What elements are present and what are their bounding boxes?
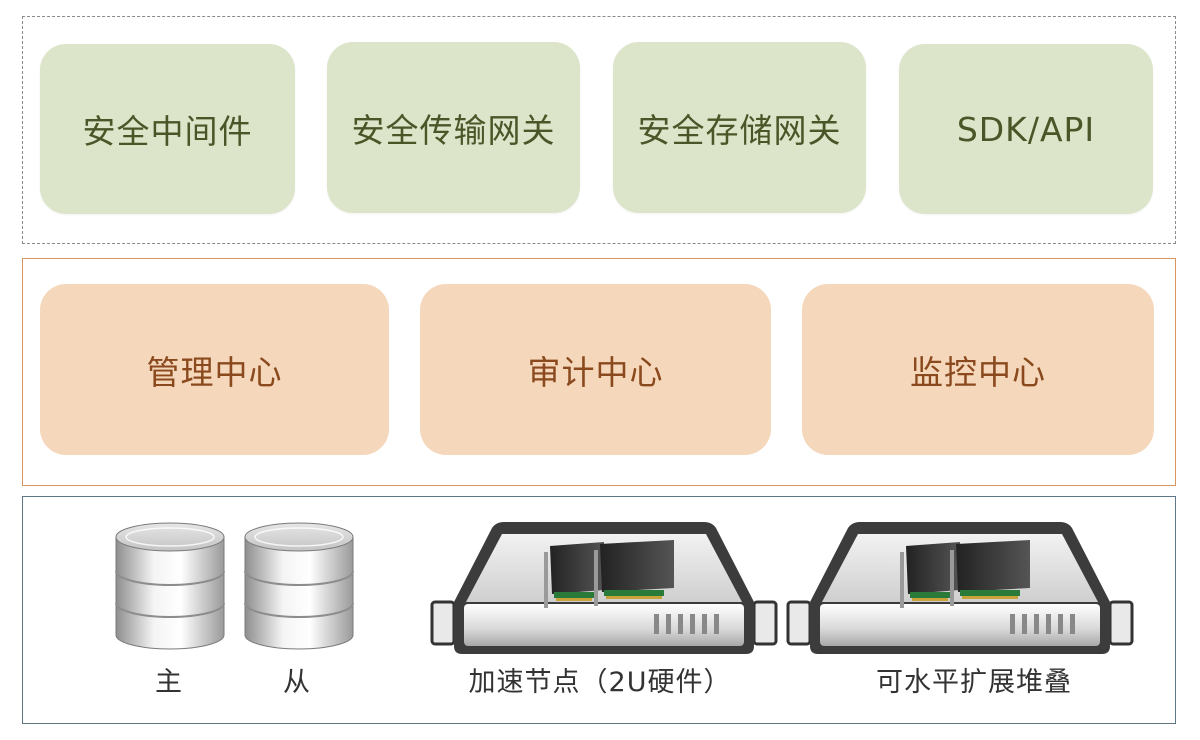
- security-middleware-box: 安全中间件: [40, 44, 295, 214]
- secure-transmission-gateway-box: 安全传输网关: [327, 42, 580, 213]
- master-database-icon: [115, 522, 225, 650]
- secure-storage-gateway-box: 安全存储网关: [613, 42, 866, 213]
- management-center-box: 管理中心: [40, 284, 389, 455]
- application-layer-frame: [22, 16, 1176, 244]
- monitoring-center-box: 监控中心: [802, 284, 1154, 455]
- slave-database-icon: [244, 522, 354, 650]
- audit-center-box: 审计中心: [420, 284, 771, 455]
- management-layer-frame: [22, 258, 1176, 486]
- accelerator-server-icon: [430, 520, 778, 656]
- master-db-label: 主: [155, 667, 183, 698]
- stacked-server-icon: [786, 520, 1134, 656]
- infrastructure-layer-frame: [22, 496, 1176, 724]
- accelerator-node-label: 加速节点（2U硬件）: [468, 667, 732, 698]
- sdk-api-box: SDK/API: [899, 44, 1153, 214]
- slave-db-label: 从: [283, 667, 311, 698]
- horizontal-scaling-label: 可水平扩展堆叠: [876, 667, 1072, 698]
